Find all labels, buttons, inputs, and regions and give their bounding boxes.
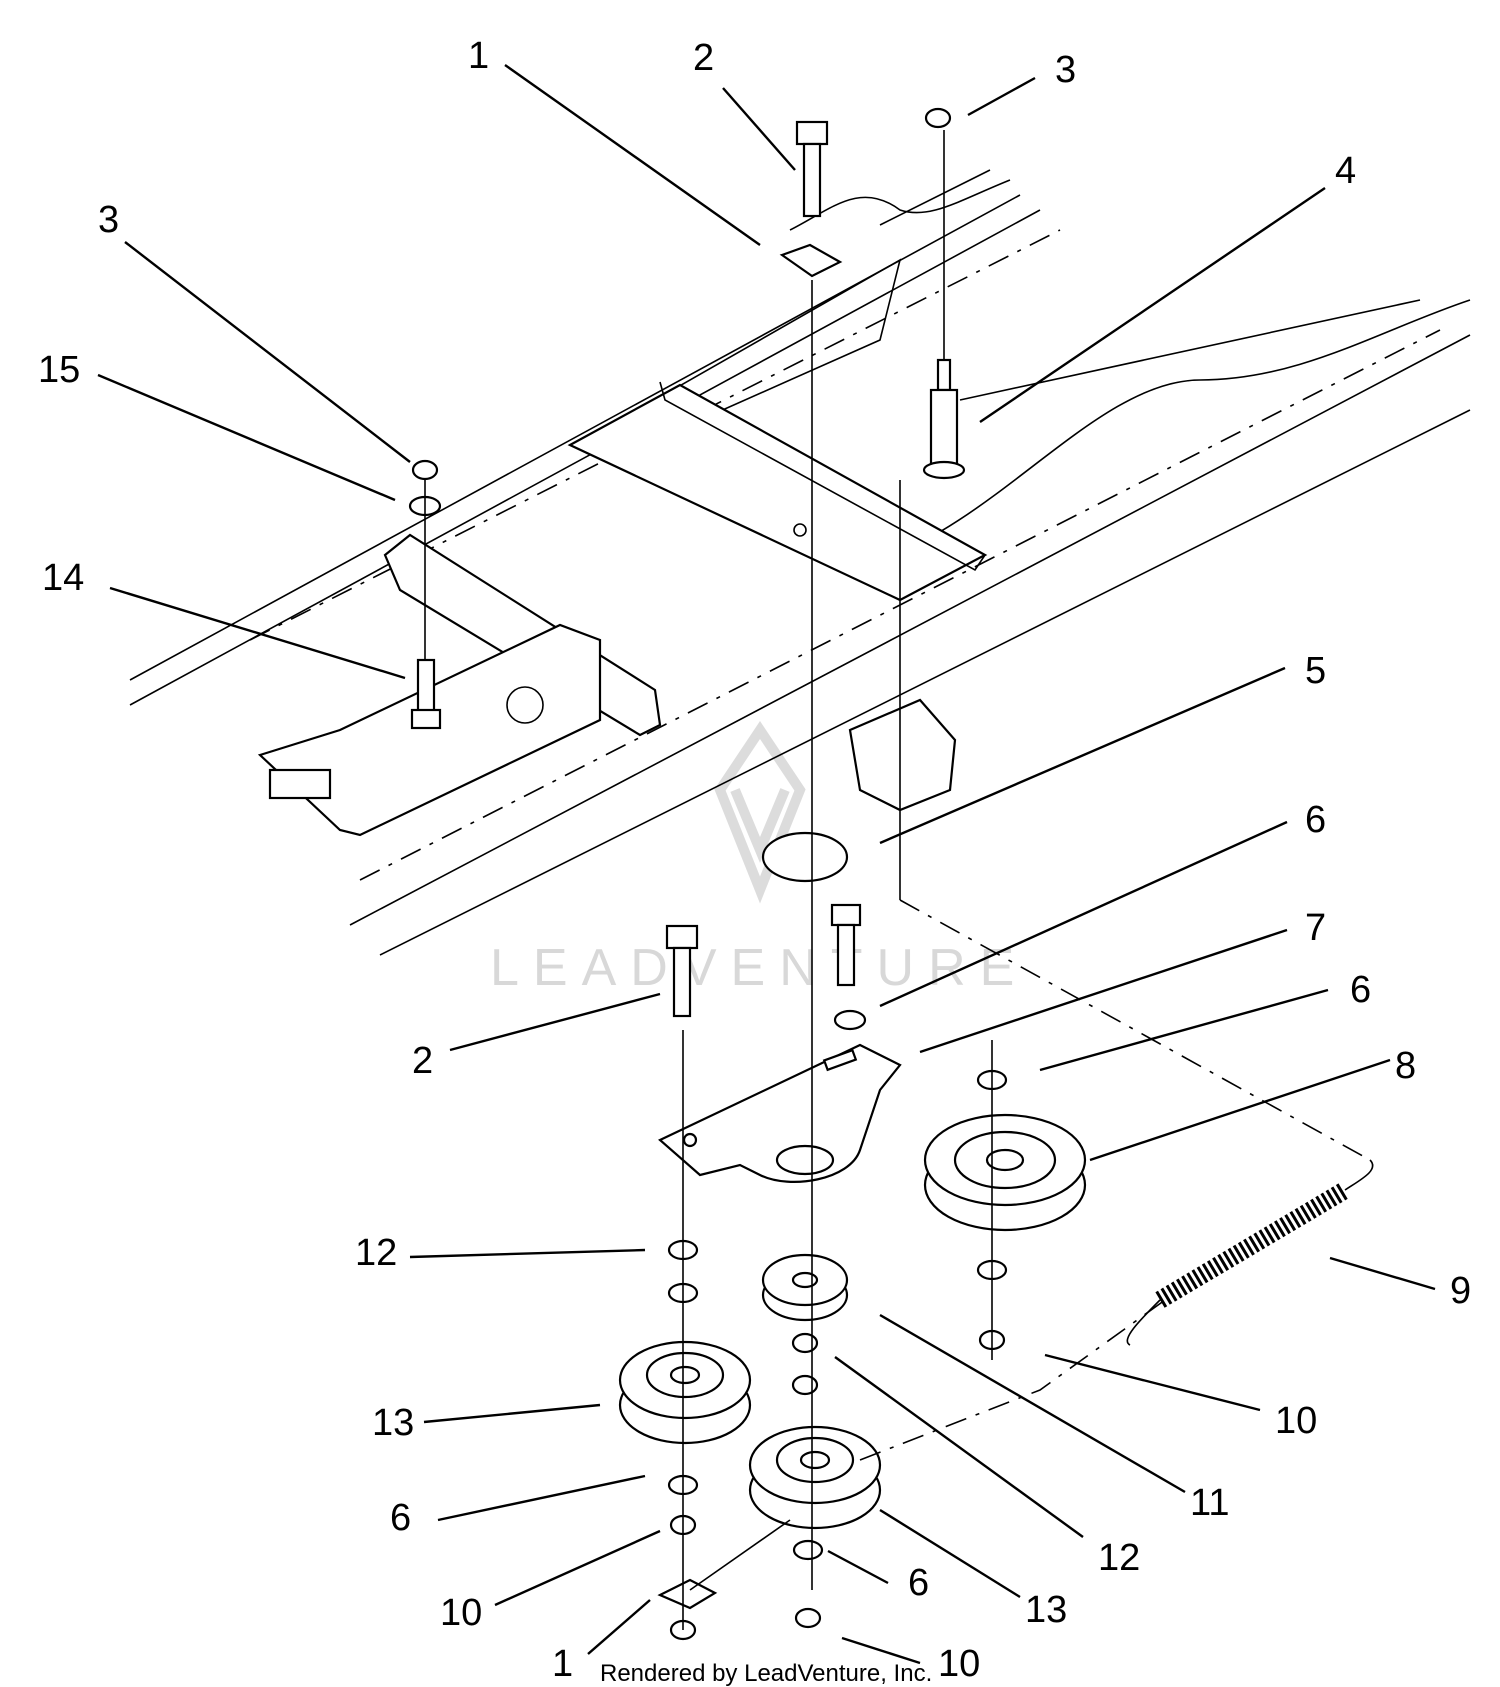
pulley-8 [923,1113,1087,1232]
render-credit: Rendered by LeadVenture, Inc. [600,1660,932,1687]
callout-11: 11 [1190,1482,1229,1524]
watermark-text: LEADVENTURE [490,939,1028,997]
callout-13-left: 13 [372,1402,414,1444]
callout-13-right: 13 [1025,1589,1067,1631]
callout-14: 14 [42,557,84,599]
callout-6-right: 6 [1350,969,1371,1011]
callout-8: 8 [1395,1045,1416,1087]
callout-2-top: 2 [693,37,714,79]
callout-6-bottom: 6 [908,1562,929,1604]
bolt-lower-mid [830,903,862,987]
callout-9: 9 [1450,1270,1471,1312]
callout-4: 4 [1335,150,1356,192]
callout-6-left: 6 [390,1497,411,1539]
idler-arm [658,1043,902,1183]
plate-1-bottom [657,1578,718,1610]
shoulder-bolt-4 [922,358,966,480]
callout-2-lower: 2 [412,1040,433,1082]
pulley-13-left [618,1340,752,1445]
bolt-14 [410,658,442,730]
callout-1-bottom: 1 [552,1643,573,1685]
callout-10-right: 10 [1275,1400,1317,1442]
callout-5: 5 [1305,650,1326,692]
center-lines [424,130,1371,1630]
side-tab [848,698,957,812]
callout-7: 7 [1305,907,1326,949]
callout-10-left: 10 [440,1592,482,1634]
cross-plate [567,381,988,602]
pulley-11 [761,1253,849,1322]
left-bracket [257,533,662,837]
callout-1-top: 1 [468,35,489,77]
callout-12-right: 12 [1098,1537,1140,1579]
pulley-13-right [748,1425,882,1530]
callout-15: 15 [38,349,80,391]
washer-5 [761,831,849,883]
bolt-lower-left [665,924,699,1018]
callout-3-top: 3 [1055,49,1076,91]
bolt-top [795,120,829,218]
callout-10-bottom: 10 [938,1643,980,1685]
callout-3-left: 3 [98,199,119,241]
leader-lines [97,64,1436,1665]
callout-6-upper: 6 [1305,799,1326,841]
watermark: LEADVENTURE [490,720,1028,997]
callout-labels: 1 2 3 4 3 15 14 5 6 7 6 8 2 12 9 13 10 1… [38,35,1471,1685]
callout-12-left: 12 [355,1232,397,1274]
plate-1-top [779,243,843,278]
spring [1126,1159,1374,1346]
